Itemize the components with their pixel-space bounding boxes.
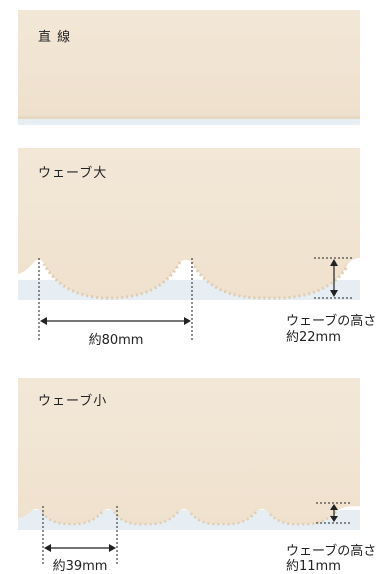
small-span-label: 約39mm <box>52 559 108 574</box>
large-height-value: 約22mm <box>286 330 341 345</box>
straight-label: 直 線 <box>38 30 72 45</box>
large-span-label: 約80mm <box>88 333 144 348</box>
large-height-label: ウェーブの高さ <box>286 314 377 329</box>
large-wave-fabric <box>18 148 360 299</box>
small-wave-fabric <box>18 378 360 525</box>
small-height-value: 約11mm <box>286 559 341 574</box>
straight-fabric <box>18 10 360 118</box>
small-wave-label: ウェーブ小 <box>38 394 108 409</box>
large-wave-label: ウェーブ大 <box>38 166 108 181</box>
small-height-label: ウェーブの高さ <box>286 544 377 559</box>
